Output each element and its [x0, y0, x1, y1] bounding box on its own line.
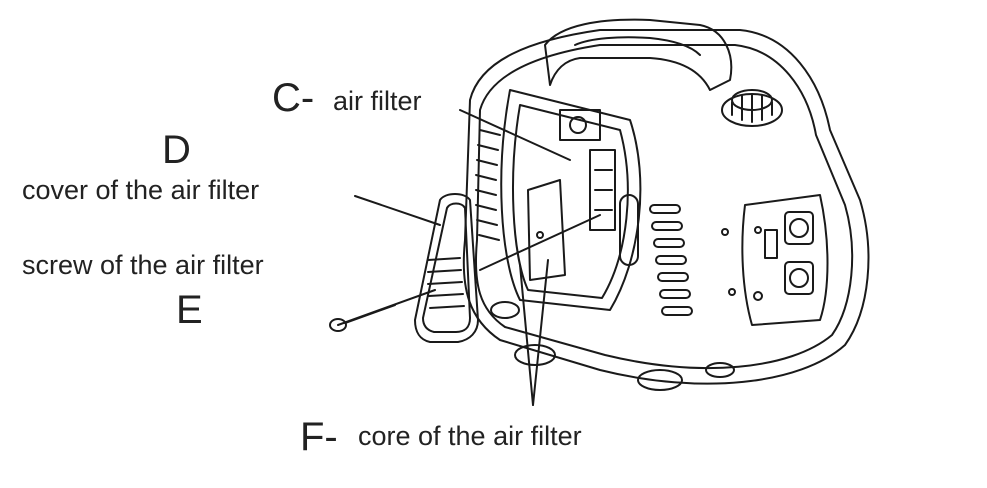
compartment-inner [512, 104, 629, 299]
leader-line-c [459, 109, 571, 161]
side-vents-center [649, 204, 693, 316]
foot-front-left [514, 344, 556, 366]
leader-line-e-ext [479, 214, 601, 271]
open-compartment [500, 89, 642, 311]
cover-inner-frame [422, 202, 471, 333]
engine-part-round [569, 116, 587, 134]
generator-body-inner-outline [474, 44, 854, 370]
engine-part-block [589, 149, 616, 231]
leader-line-e [337, 289, 436, 326]
label-c-text: air filter [333, 86, 422, 116]
label-f-text: core of the air filter [358, 421, 582, 451]
leader-line-d [354, 195, 441, 226]
side-vents-left [475, 129, 501, 241]
air-filter-core [527, 179, 566, 281]
leader-line-f-left [519, 264, 534, 406]
label-d-text: cover of the air filter [22, 175, 260, 205]
panel-indicator [753, 291, 763, 301]
label-d-letter: D [162, 128, 191, 172]
air-filter-cover [414, 193, 479, 343]
label-e-letter: E [176, 288, 203, 332]
control-panel [741, 194, 829, 326]
air-filter-housing [559, 109, 601, 141]
outlet-lower [784, 261, 814, 295]
handle-slot [619, 194, 639, 266]
core-screw-hole [536, 231, 544, 239]
panel-knob [754, 226, 762, 234]
handle-grip-slot [574, 36, 701, 56]
carry-handle [544, 18, 733, 91]
foot-right [490, 301, 520, 319]
label-f-letter: F- [300, 415, 338, 459]
leader-line-f-right [532, 259, 549, 406]
panel-switch [764, 229, 778, 259]
label-e-text: screw of the air filter [22, 250, 264, 280]
fuel-cap-ridges [731, 93, 773, 123]
label-c-letter: C- [272, 76, 315, 120]
generator-body-outline [462, 29, 870, 385]
foot-rear [637, 369, 683, 391]
cover-grill-lines [427, 257, 465, 309]
outlet-upper [784, 211, 814, 245]
screw-head [329, 318, 347, 332]
engine-part-lines [594, 169, 613, 211]
